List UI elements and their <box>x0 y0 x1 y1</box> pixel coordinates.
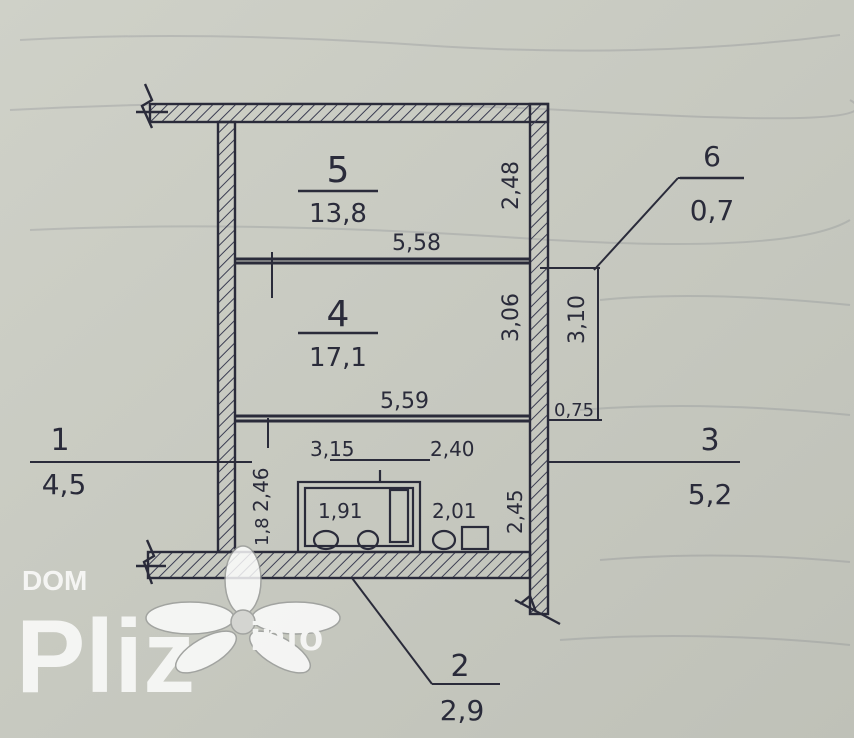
dimension-245: 2,45 <box>503 489 527 534</box>
room-5-area: 13,8 <box>309 199 367 229</box>
partitions <box>235 257 530 423</box>
bathroom-outline <box>296 480 422 554</box>
watermark-dom: DOM <box>22 565 87 596</box>
dimension-18: 1,8 <box>252 517 273 546</box>
room-labels: 5 13,8 4 17,1 1 4,5 2 2,9 3 5,2 6 0,7 <box>42 140 735 727</box>
room-5-number: 5 <box>327 150 350 191</box>
room-2-area: 2,9 <box>440 694 485 727</box>
leader-lines <box>30 177 744 685</box>
toilet-icon <box>312 529 340 551</box>
room-3-number: 3 <box>700 423 719 458</box>
dimension-191: 1,91 <box>318 499 363 523</box>
break-marks <box>136 83 561 626</box>
watermark-info: info <box>250 615 323 659</box>
shower-tray-icon <box>460 525 490 551</box>
dimension-240: 2,40 <box>430 437 475 461</box>
break-mark-top-left <box>136 83 168 129</box>
room-4-area: 17,1 <box>309 343 367 373</box>
room-6-area: 0,7 <box>690 194 735 227</box>
room-4-number: 4 <box>327 294 350 335</box>
dimension-labels: 5,58 5,59 2,48 3,06 3,10 0,75 3,15 2,40 … <box>249 161 594 546</box>
fraction-bars <box>298 176 744 335</box>
leader-room-6 <box>593 177 679 271</box>
bathtub-icon <box>388 488 410 544</box>
wall-bottom <box>146 550 532 580</box>
wall-right <box>528 102 550 616</box>
room-1-number: 1 <box>50 423 69 458</box>
wall-left <box>216 120 237 554</box>
dimension-248: 2,48 <box>499 161 524 210</box>
break-mark-bottom-left <box>136 539 166 585</box>
dimension-310: 3,10 <box>565 295 590 344</box>
dimension-075: 0,75 <box>554 400 594 421</box>
room-3-area: 5,2 <box>688 478 733 511</box>
room-1-area: 4,5 <box>42 468 87 501</box>
break-mark-bottom-right <box>514 594 561 626</box>
leader-room-2 <box>351 577 433 685</box>
dimension-306: 3,06 <box>499 293 524 342</box>
flower-logo-icon <box>145 545 341 674</box>
room-2-number: 2 <box>450 649 469 684</box>
room-6-number: 6 <box>703 140 721 173</box>
bathroom-fixtures <box>296 470 490 554</box>
sink-icon <box>356 529 380 551</box>
dimension-558: 5,58 <box>392 231 441 256</box>
dimension-246: 2,46 <box>249 467 273 512</box>
dimension-201: 2,01 <box>432 499 477 523</box>
wall-top <box>148 102 550 124</box>
toilet-icon-2 <box>431 529 457 551</box>
watermark: DOM Pliz info <box>16 545 341 715</box>
dimension-559: 5,59 <box>380 389 429 414</box>
dimension-315: 3,15 <box>310 437 355 461</box>
